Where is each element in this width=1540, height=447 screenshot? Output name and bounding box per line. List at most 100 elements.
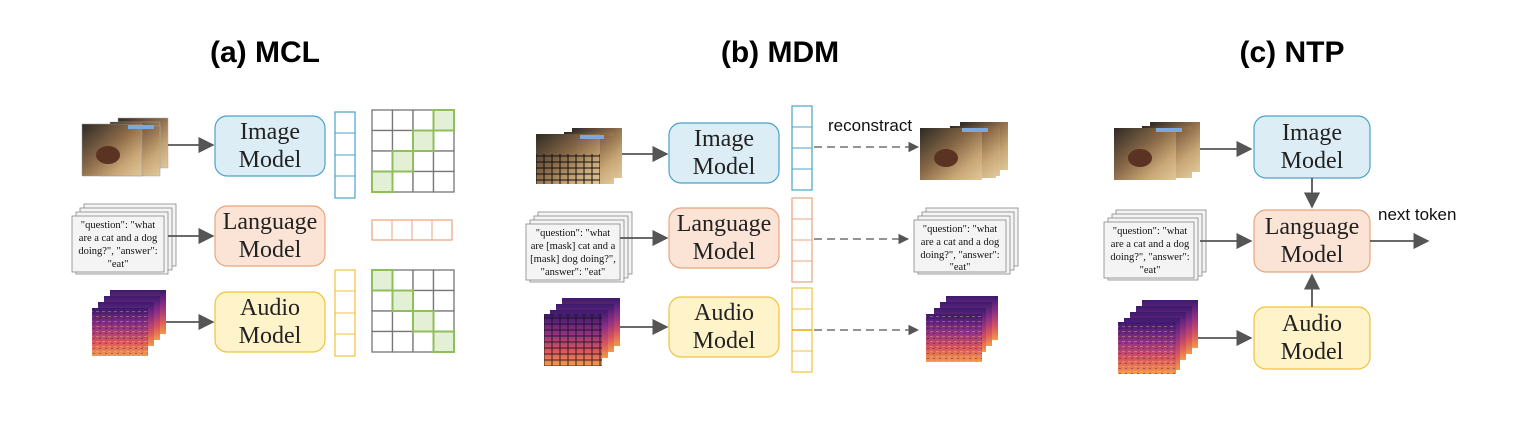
svg-text:"answer": "eat": "answer": "eat" [541, 267, 606, 278]
matched-pair-cell [391, 150, 414, 173]
photo-stack-icon [81, 117, 169, 177]
matched-pair-cell [371, 170, 394, 193]
svg-text:"question": "what: "question": "what [536, 228, 610, 239]
image-model-box: Image Model [668, 122, 780, 184]
matrix-cell [412, 330, 435, 353]
matched-pair-outline [432, 109, 455, 132]
svg-text:Model: Model [1281, 339, 1344, 365]
reconstructed-document-stack-icon: "question": "what are a cat and a dog do… [913, 207, 1019, 275]
matrix-cell [412, 150, 435, 173]
matched-pair-outline [371, 269, 394, 292]
svg-text:Audio: Audio [694, 300, 754, 326]
svg-text:Model: Model [693, 154, 756, 180]
svg-text:Image: Image [694, 126, 754, 152]
matched-pair-cell [371, 269, 394, 292]
reconstructed-spectrogram-stack-icon [926, 296, 998, 362]
svg-text:doing?", "answer":: doing?", "answer": [920, 250, 999, 261]
matrix-cell [412, 170, 435, 193]
svg-text:are [mask] cat and a: are [mask] cat and a [531, 241, 616, 252]
masked-spectrogram-stack-icon [544, 298, 620, 366]
masked-photo-stack-icon [536, 128, 622, 184]
image-model-box: Image Model [214, 115, 326, 177]
reconstructed-photo-stack-icon [920, 122, 1008, 180]
svg-text:"eat": "eat" [108, 259, 129, 270]
matched-pair-cell [432, 330, 455, 353]
svg-text:Language: Language [223, 209, 318, 235]
svg-text:are a cat and a dog: are a cat and a dog [921, 237, 1000, 248]
panel-title-ntp: (c) NTP [1240, 36, 1345, 69]
svg-text:Model: Model [239, 147, 302, 173]
matched-pair-outline [371, 170, 394, 193]
image-embedding-vector [791, 105, 813, 191]
audio-embedding-vector [334, 269, 356, 357]
matrix-cell [391, 109, 414, 132]
svg-text:[mask] dog doing?",: [mask] dog doing?", [530, 254, 616, 265]
language-model-box: Language Model [668, 207, 780, 269]
matched-pair-outline [391, 289, 414, 312]
matrix-cell [432, 269, 455, 292]
audio-model-box: Audio Model [214, 291, 326, 353]
panel-title-mdm: (b) MDM [721, 36, 839, 69]
matrix-cell [371, 289, 394, 312]
svg-text:"question": "what: "question": "what [1113, 226, 1187, 237]
matched-pair-outline [432, 330, 455, 353]
next-token-label: next token [1378, 205, 1456, 224]
document-stack-icon: "question": "what are a cat and a dog do… [71, 203, 177, 275]
matched-pair-cell [391, 289, 414, 312]
matrix-cell [371, 310, 394, 333]
matrix-cell [371, 150, 394, 173]
svg-text:Model: Model [1281, 148, 1344, 174]
svg-text:Language: Language [677, 211, 772, 237]
photo-stack-icon [1114, 122, 1200, 180]
svg-text:doing?", "answer":: doing?", "answer": [1110, 252, 1189, 263]
spectrogram-stack-icon [1118, 300, 1198, 374]
matrix-cell [371, 330, 394, 353]
svg-text:are a cat and a dog: are a cat and a dog [1111, 239, 1190, 250]
matrix-cell [391, 269, 414, 292]
svg-text:Audio: Audio [240, 295, 300, 321]
matrix-cell [391, 170, 414, 193]
svg-text:Image: Image [240, 119, 300, 145]
matrix-cell [412, 109, 435, 132]
matrix-cell [371, 109, 394, 132]
panel-ntp: Image Model "question": "what are a cat … [1103, 115, 1456, 374]
svg-text:Language: Language [1265, 214, 1360, 240]
matrix-cell [432, 170, 455, 193]
svg-text:"eat": "eat" [1140, 265, 1161, 276]
image-embedding-vector [334, 111, 356, 199]
similarity-matrix-image-text [371, 109, 455, 193]
matched-pair-cell [412, 129, 435, 152]
text-embedding-vector [791, 197, 813, 283]
document-stack-icon: "question": "what are a cat and a dog do… [1103, 209, 1207, 281]
matrix-cell [432, 129, 455, 152]
svg-text:"question": "what: "question": "what [81, 220, 155, 231]
matrix-cell [391, 330, 414, 353]
panel-mcl: Image Model "question": "what are a cat … [71, 109, 455, 357]
masked-document-stack-icon: "question": "what are [mask] cat and a [… [525, 211, 633, 283]
matched-pair-cell [412, 310, 435, 333]
svg-text:are a cat and a dog: are a cat and a dog [79, 233, 158, 244]
panel-title-mcl: (a) MCL [210, 36, 320, 69]
svg-text:"eat": "eat" [950, 262, 971, 273]
matrix-cell [391, 310, 414, 333]
svg-text:Model: Model [693, 239, 756, 265]
matrix-cell [432, 289, 455, 312]
svg-text:Model: Model [239, 237, 302, 263]
panel-mdm: Image Model reconstract "question": "wha… [525, 105, 1019, 373]
svg-text:Model: Model [693, 328, 756, 354]
similarity-matrix-audio-text [371, 269, 455, 353]
matrix-cell [412, 269, 435, 292]
matrix-cell [371, 129, 394, 152]
svg-text:doing?", "answer":: doing?", "answer": [78, 246, 157, 257]
text-embedding-vector [371, 219, 453, 241]
matched-pair-outline [391, 150, 414, 173]
audio-model-box: Audio Model [668, 296, 780, 358]
spectrogram-stack-icon [92, 290, 166, 356]
matrix-cell [432, 310, 455, 333]
svg-text:"question": "what: "question": "what [923, 224, 997, 235]
audio-embedding-vector [791, 287, 813, 373]
image-model-box: Image Model [1253, 115, 1371, 179]
reconstruct-label: reconstract [828, 116, 912, 135]
matrix-cell [412, 289, 435, 312]
